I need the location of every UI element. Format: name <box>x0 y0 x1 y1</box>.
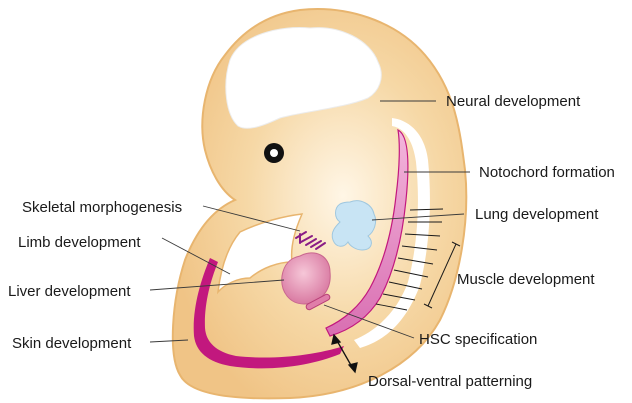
label-notochord-formation: Notochord formation <box>479 164 615 181</box>
label-skin-development: Skin development <box>12 335 132 352</box>
label-limb-development: Limb development <box>18 234 141 251</box>
label-muscle-development: Muscle development <box>457 271 595 288</box>
label-liver-development: Liver development <box>8 283 131 300</box>
label-neural-development: Neural development <box>446 93 581 110</box>
label-dorsal-ventral-patterning: Dorsal-ventral patterning <box>368 373 532 390</box>
lung <box>332 201 375 250</box>
label-lung-development: Lung development <box>475 206 599 223</box>
label-hsc-specification: HSC specification <box>419 331 537 348</box>
label-skeletal-morphogenesis: Skeletal morphogenesis <box>22 199 182 216</box>
